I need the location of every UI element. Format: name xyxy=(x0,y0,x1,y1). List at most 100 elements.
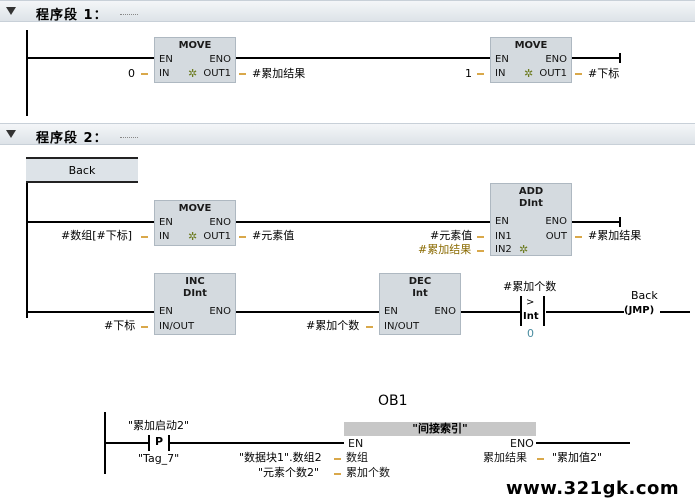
rung-wire xyxy=(461,311,521,313)
star-icon: ✲ xyxy=(188,67,198,80)
operand-in[interactable]: 0 xyxy=(128,67,135,80)
operand-in1[interactable]: #元素值 xyxy=(430,229,473,242)
rung-wire xyxy=(26,221,154,223)
compare-operand[interactable]: #累加个数 xyxy=(503,280,557,293)
block-title: MOVE xyxy=(514,40,548,51)
collapse-triangle-icon[interactable] xyxy=(6,7,16,15)
watermark-text: www.321gk.com xyxy=(506,478,680,499)
block-title: MOVE xyxy=(178,40,212,51)
operand-out[interactable]: #累加结果 xyxy=(252,67,306,80)
rung-wire xyxy=(236,311,379,313)
rung-wire xyxy=(660,311,690,313)
inc-block[interactable]: INC DInt EN ENO IN/OUT xyxy=(154,273,236,335)
fb-out-value[interactable]: "累加值2" xyxy=(552,451,603,464)
fb-in2-label: 累加个数 xyxy=(346,466,390,479)
rung-wire xyxy=(236,57,490,59)
star-icon: ✲ xyxy=(188,230,198,243)
segment-1-comment[interactable] xyxy=(120,14,138,15)
pin-connector xyxy=(575,236,582,238)
block-type: DInt xyxy=(183,288,207,299)
fb-in2-value[interactable]: "元素个数2" xyxy=(258,466,320,479)
contact-bar-left xyxy=(148,435,150,451)
power-rail-1 xyxy=(26,30,28,116)
pin-en: EN xyxy=(348,437,364,450)
pin-connector xyxy=(141,236,148,238)
pin-eno: ENO xyxy=(209,217,231,228)
move-block-3[interactable]: MOVE EN ENO IN ✲ OUT1 xyxy=(154,200,236,246)
pin-connector xyxy=(141,73,148,75)
jmp-coil[interactable]: (JMP) xyxy=(624,305,655,316)
fb-in1-value[interactable]: "数据块1".数组2 xyxy=(239,451,322,464)
add-block[interactable]: ADD DInt EN ENO IN1 OUT IN2 ✲ xyxy=(490,183,572,256)
operand-inout[interactable]: #累加个数 xyxy=(306,319,360,332)
power-rail-2 xyxy=(26,183,28,318)
pin-inout: IN/OUT xyxy=(384,321,420,332)
segment-2-comment[interactable] xyxy=(120,137,138,138)
pin-en: EN xyxy=(159,217,173,228)
dec-block[interactable]: DEC Int EN ENO IN/OUT xyxy=(379,273,461,335)
rung-wire xyxy=(26,311,154,313)
rung-wire xyxy=(546,311,624,313)
operand-in[interactable]: #数组[#下标] xyxy=(61,229,133,242)
rung-end xyxy=(619,53,621,63)
pin-en: EN xyxy=(159,54,173,65)
block-title: ADD xyxy=(518,186,544,197)
pin-en: EN xyxy=(495,54,509,65)
pin-inout: IN/OUT xyxy=(159,321,195,332)
contact-letter: P xyxy=(155,435,164,448)
segment-1-header[interactable]: 程序段 1： xyxy=(0,0,695,23)
pin-connector xyxy=(366,326,373,328)
star-icon: ✲ xyxy=(519,243,529,256)
pin-connector xyxy=(141,326,148,328)
pin-eno: ENO xyxy=(545,54,567,65)
pin-in1: IN1 xyxy=(495,231,512,242)
pin-in: IN xyxy=(495,68,506,79)
pin-eno: ENO xyxy=(510,437,534,450)
contact-bar-left xyxy=(520,296,522,326)
rung-wire xyxy=(104,442,148,444)
pin-eno: ENO xyxy=(545,216,567,227)
rung-end xyxy=(619,217,621,227)
pin-out: OUT1 xyxy=(203,68,231,79)
block-title: INC xyxy=(185,276,205,287)
jmp-text: JMP xyxy=(628,305,650,316)
segment-2-header[interactable]: 程序段 2： xyxy=(0,123,695,146)
block-title: DEC xyxy=(408,276,432,287)
pin-connector xyxy=(575,73,582,75)
compare-type: Int xyxy=(523,311,539,322)
pin-out: OUT xyxy=(545,231,567,242)
jump-label-text: Back xyxy=(68,164,96,177)
jump-label-back[interactable]: Back xyxy=(26,157,138,183)
move-block-2[interactable]: MOVE EN ENO IN ✲ OUT1 xyxy=(490,37,572,83)
pin-eno: ENO xyxy=(209,306,231,317)
compare-value[interactable]: 0 xyxy=(527,327,534,340)
rung-wire xyxy=(236,221,490,223)
pin-connector xyxy=(537,458,544,460)
operand-out[interactable]: #累加结果 xyxy=(588,229,642,242)
pin-en: EN xyxy=(159,306,173,317)
contact-aux[interactable]: "Tag_7" xyxy=(138,452,180,465)
pin-connector xyxy=(477,73,484,75)
operand-out[interactable]: #元素值 xyxy=(252,229,295,242)
pin-in: IN xyxy=(159,231,170,242)
operand-inout[interactable]: #下标 xyxy=(104,319,136,332)
pin-in: IN xyxy=(159,68,170,79)
rung-wire xyxy=(572,57,620,59)
rung-wire xyxy=(572,221,620,223)
move-block-1[interactable]: MOVE EN ENO IN ✲ OUT1 xyxy=(154,37,236,83)
pin-eno: ENO xyxy=(434,306,456,317)
fb-out-label: 累加结果 xyxy=(483,451,527,464)
contact-tag[interactable]: "累加启动2" xyxy=(128,419,190,432)
jump-target[interactable]: Back xyxy=(631,289,658,302)
pin-out: OUT1 xyxy=(203,231,231,242)
operand-in2[interactable]: #累加结果 xyxy=(418,243,472,256)
pin-connector xyxy=(477,250,484,252)
operand-out[interactable]: #下标 xyxy=(588,67,620,80)
compare-operator: > xyxy=(526,297,535,308)
fb-title[interactable]: "间接索引" xyxy=(344,422,536,436)
block-type: DInt xyxy=(519,198,543,209)
rung-wire xyxy=(536,442,630,444)
collapse-triangle-icon[interactable] xyxy=(6,130,16,138)
block-title: MOVE xyxy=(178,203,212,214)
operand-in[interactable]: 1 xyxy=(465,67,472,80)
